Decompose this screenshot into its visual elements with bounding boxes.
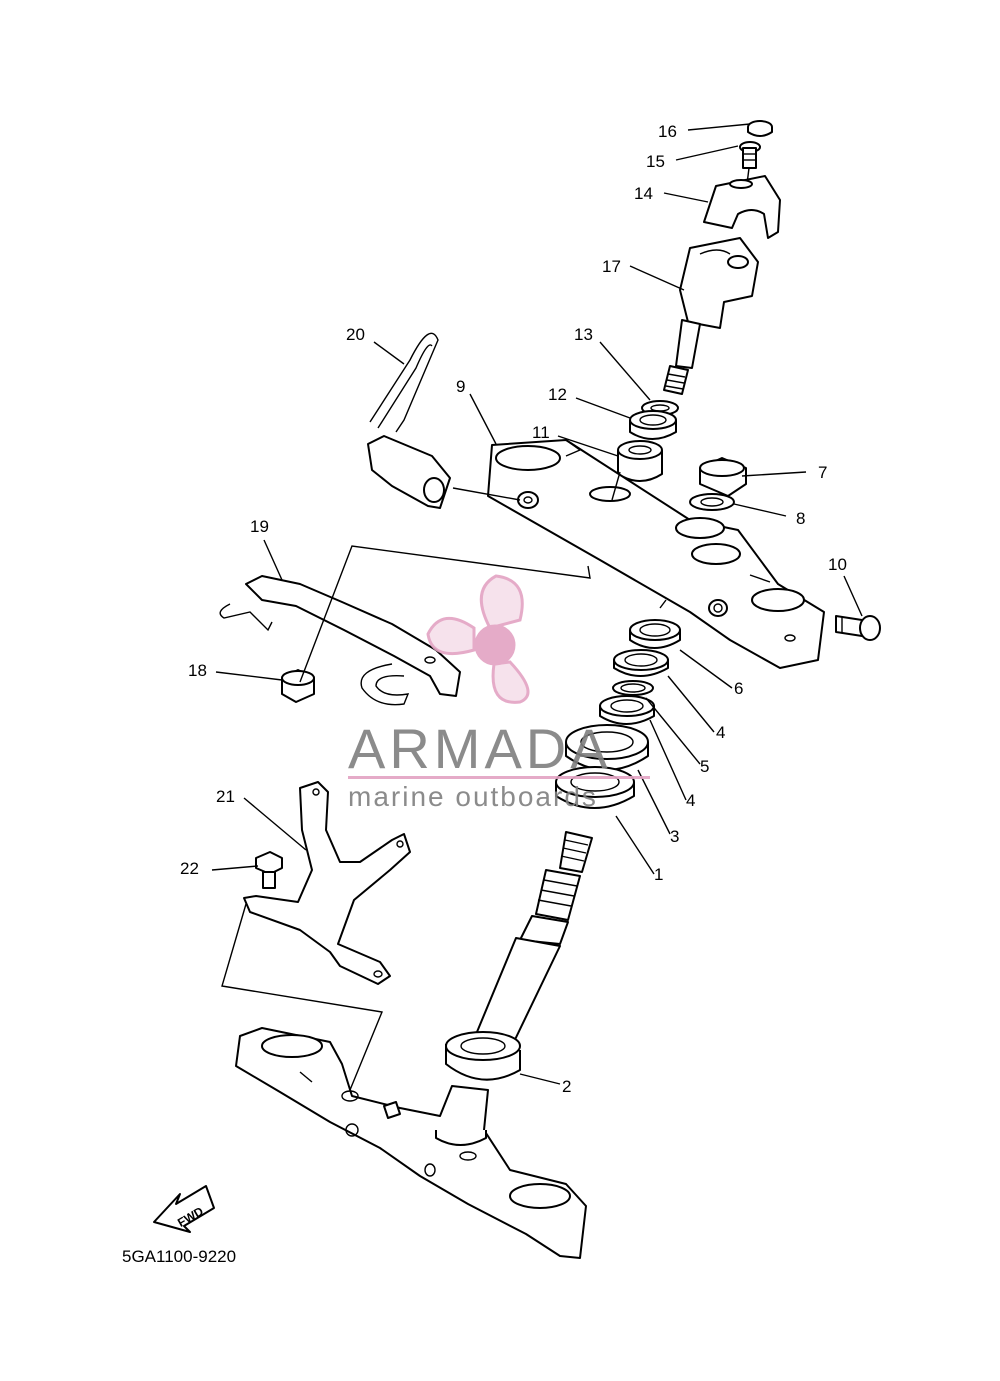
part-1-bearing (555, 766, 635, 809)
part-21-bracket (243, 781, 411, 985)
callout-leaders (211, 123, 863, 1085)
callout-9: 9 (456, 377, 465, 396)
part-4-upper (613, 649, 669, 677)
part-4-lower (599, 695, 655, 725)
callout-3: 3 (670, 827, 679, 846)
assembly-lines (221, 471, 667, 1091)
part-19-cable-guide (219, 575, 461, 706)
callout-6: 6 (734, 679, 743, 698)
callout-4-upper: 4 (716, 723, 725, 742)
callout-8: 8 (796, 509, 805, 528)
callout-11: 11 (532, 423, 550, 442)
part-20-clip (367, 332, 451, 509)
part-10-bolt (835, 615, 881, 641)
callout-7: 7 (818, 463, 827, 482)
part-12-bushing (629, 410, 677, 440)
callout-14: 14 (634, 184, 653, 203)
part-15-bolt (739, 141, 761, 193)
callout-15: 15 (646, 152, 665, 171)
part-14-holder-upper (703, 175, 781, 239)
part-2-lower-bearing (445, 1031, 521, 1081)
part-22-bolt (255, 851, 283, 889)
callout-2: 2 (562, 1077, 571, 1096)
watermark-divider (348, 776, 650, 779)
bracket-grommet (517, 491, 539, 509)
watermark: ARMADA marine outboards (348, 574, 650, 812)
diagram-code: 5GA1100-9220 (122, 1247, 236, 1266)
watermark-tagline: marine outboards (348, 781, 598, 812)
part-18-nut (281, 669, 315, 703)
callout-5: 5 (700, 757, 709, 776)
callout-17: 17 (602, 257, 621, 276)
part-7-nut (699, 457, 747, 497)
callout-4-lower: 4 (686, 791, 695, 810)
part-6-ring-nut (629, 619, 681, 649)
part-17-holder-lower (663, 237, 759, 395)
callout-16: 16 (658, 122, 677, 141)
callout-labels: 16 15 14 17 20 13 12 9 11 7 8 19 10 18 6… (180, 122, 847, 1096)
propeller-logo-icon (426, 574, 530, 704)
fwd-arrow-icon: FWD (153, 1185, 215, 1233)
watermark-brand: ARMADA (348, 717, 612, 780)
callout-1: 1 (654, 865, 663, 884)
callout-12: 12 (548, 385, 567, 404)
steering-stem-shaft (471, 831, 593, 1051)
callout-10: 10 (828, 555, 847, 574)
callout-22: 22 (180, 859, 199, 878)
callout-21: 21 (216, 787, 235, 806)
part-5-ring (612, 680, 654, 696)
part-9-upper-bracket (487, 439, 825, 669)
callout-13: 13 (574, 325, 593, 344)
callout-18: 18 (188, 661, 207, 680)
callout-20: 20 (346, 325, 365, 344)
part-16-cap (747, 120, 773, 137)
under-bracket (235, 1027, 587, 1259)
callout-19: 19 (250, 517, 269, 536)
part-8-washer (689, 493, 735, 511)
part-11-collar (617, 440, 663, 482)
